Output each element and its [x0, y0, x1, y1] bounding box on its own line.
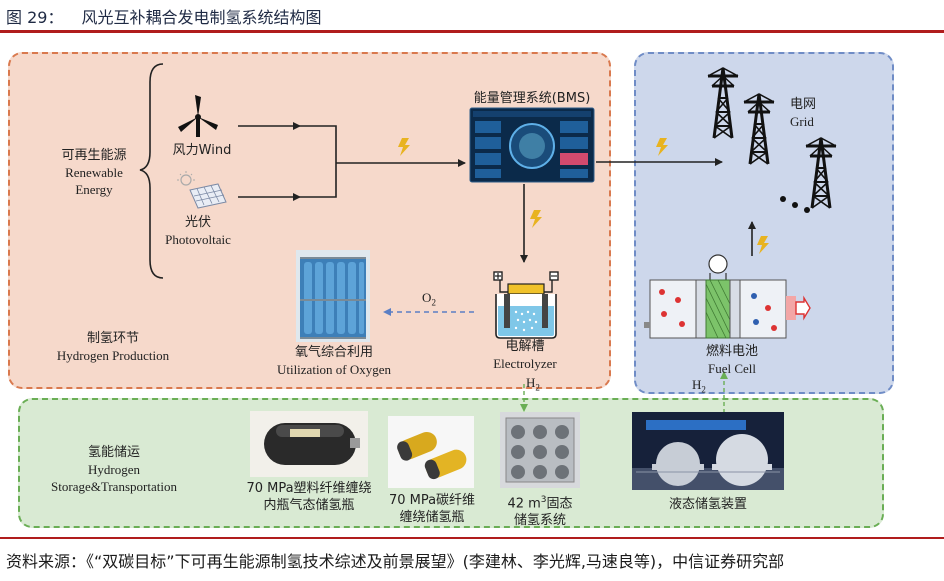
grid-label: 电网 Grid: [790, 96, 840, 130]
solid-storage-line2: 储氢系统: [513, 513, 566, 529]
figure-number: 图 29：: [6, 8, 64, 27]
oxygen-utilization-label: 氧气综合利用 Utilization of Oxygen: [254, 344, 414, 378]
solid-storage-post: 固态: [546, 496, 573, 512]
hydrogen-production-zh: 制氢环节: [86, 331, 139, 346]
hydrogen-production-label: 制氢环节 Hydrogen Production: [46, 330, 180, 364]
lightning-icon: [656, 138, 668, 156]
h2-storage-symbol: H: [526, 375, 536, 390]
liquid-storage-label: 液态储氢装置: [668, 497, 747, 512]
liquid-storage-photo: [632, 412, 784, 490]
pv-label: 光伏 Photovoltaic: [150, 214, 246, 248]
electrolyzer-en: Electrolyzer: [493, 356, 557, 371]
hydrogen-production-en: Hydrogen Production: [56, 348, 170, 363]
oxygen-cylinders-photo: [296, 250, 370, 342]
pv-label-zh: 光伏: [184, 215, 211, 230]
electrolyzer-zh: 电解槽: [505, 339, 545, 354]
lightning-icon: [530, 210, 542, 228]
bms-dashboard: [469, 107, 595, 183]
transmission-tower-icon: [706, 66, 740, 140]
lightning-icon: [757, 236, 769, 254]
plastic-tank-label: 70 MPa塑料纤维缠绕 内瓶气态储氢瓶: [226, 480, 392, 514]
source-rule: [0, 537, 944, 539]
carbon-fiber-tanks-photo: [388, 416, 474, 488]
oxygen-formula-sub: 2: [431, 297, 436, 308]
transmission-tower-icon: [742, 92, 776, 166]
storage-en1: Hydrogen: [88, 462, 140, 477]
bms-label: 能量管理系统(BMS): [473, 91, 591, 106]
fuel-cell-zh: 燃料电池: [705, 344, 758, 359]
solid-storage-line1: 42 m3固态: [494, 492, 586, 512]
renewable-energy-zh: 可再生能源: [61, 148, 127, 163]
storage-zh: 氢能储运: [87, 445, 140, 460]
h2-fuel-cell-sub: 2: [701, 384, 706, 395]
figure-title-text: 风光互补耦合发电制氢系统结构图: [81, 8, 322, 27]
solid-storage-label: 42 m3固态 储氢系统: [494, 492, 586, 529]
storage-en2: Storage&Transportation: [51, 479, 177, 494]
oxygen-formula-symbol: O: [422, 290, 432, 305]
grid-label-zh: 电网: [790, 97, 817, 112]
source-note: 资料来源：《“双碳目标”下可再生能源制氢技术综述及前景展望》(李建林、李光辉,马…: [6, 552, 785, 571]
carbon-tank-line1: 70 MPa碳纤维: [388, 493, 476, 508]
carbon-tank-label: 70 MPa碳纤维 缠绕储氢瓶: [376, 492, 488, 526]
renewable-brace: [139, 63, 164, 279]
h2-fuel-cell-symbol: H: [692, 377, 702, 392]
oxygen-utilization-en: Utilization of Oxygen: [276, 362, 392, 377]
solid-storage-sup: 3: [540, 495, 547, 505]
figure-title: 图 29： 风光互补耦合发电制氢系统结构图: [6, 4, 321, 28]
pv-label-en: Photovoltaic: [165, 232, 231, 247]
renewable-energy-label: 可再生能源 Renewable Energy: [42, 147, 146, 198]
storage-label: 氢能储运 Hydrogen Storage&Transportation: [36, 444, 192, 495]
fuel-cell-icon: [644, 254, 811, 339]
wind-label: 风力Wind: [172, 143, 232, 158]
oxygen-formula: O2: [414, 289, 444, 312]
solid-storage-pre: 42 m: [507, 496, 541, 512]
h2-fuel-cell-formula: H2: [692, 376, 716, 399]
title-rule: [0, 30, 944, 33]
solar-panel-icon: [177, 171, 227, 209]
plastic-tank-line1: 70 MPa塑料纤维缠绕: [246, 481, 372, 496]
oxygen-utilization-zh: 氧气综合利用: [294, 345, 373, 360]
electrolyzer-label: 电解槽 Electrolyzer: [470, 338, 580, 372]
transmission-tower-icon: [804, 136, 838, 210]
carbon-tank-line2: 缠绕储氢瓶: [399, 510, 465, 525]
h2-storage-sub: 2: [535, 382, 540, 393]
electrolyzer-icon: [493, 271, 559, 339]
lightning-icon: [398, 138, 410, 156]
plastic-fiber-tank-photo: [250, 411, 368, 477]
renewable-energy-en1: Renewable: [65, 165, 123, 180]
fuel-cell-en: Fuel Cell: [707, 361, 757, 376]
plastic-tank-line2: 内瓶气态储氢瓶: [263, 498, 355, 513]
fuel-cell-label: 燃料电池 Fuel Cell: [692, 343, 772, 377]
renewable-energy-en2: Energy: [75, 182, 113, 197]
solid-state-storage-photo: [500, 412, 580, 488]
merge-connector: [300, 125, 337, 198]
h2-storage-formula: H2: [526, 374, 550, 397]
grid-label-en: Grid: [790, 114, 814, 129]
wind-turbine-icon: [178, 95, 218, 137]
